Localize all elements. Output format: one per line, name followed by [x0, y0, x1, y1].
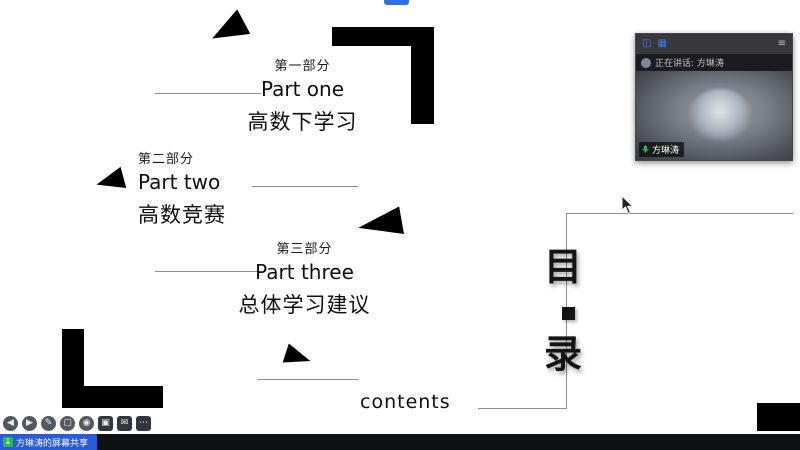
corner-block-bottom-right: [757, 403, 800, 431]
toc-section-1: 第一部分 Part one 高数下学习: [235, 55, 370, 136]
screen-share-status[interactable]: ↓ 方琳涛的屏幕共享: [0, 434, 98, 450]
select-tool-button[interactable]: ▢: [60, 416, 75, 431]
grid-view-icon[interactable]: ▦: [657, 38, 667, 49]
participant-name-text: 方琳涛: [652, 146, 680, 156]
dock-menu-icon[interactable]: ≡: [777, 38, 786, 49]
corner-bracket-bottom-left-h: [62, 386, 163, 408]
triangle-accent-2: [94, 167, 127, 195]
section-2-title: 高数竞赛: [138, 203, 226, 227]
section-1-title: 高数下学习: [247, 110, 358, 134]
camera-button[interactable]: ▣: [98, 416, 113, 431]
participant-figure: [689, 88, 752, 141]
section-2-part-en: Part two: [138, 170, 221, 194]
toc-section-2: 第二部分 Part two 高数竞赛: [138, 148, 308, 229]
toc-title-square: [562, 307, 575, 320]
speaker-view-icon[interactable]: ◫: [642, 38, 652, 49]
divider-line-2: [252, 186, 358, 187]
contents-label: contents: [360, 391, 451, 413]
toc-title-char-bottom: 录: [544, 332, 583, 376]
mouse-cursor: [621, 196, 634, 215]
section-1-part-en: Part one: [260, 77, 345, 101]
triangle-accent-1: [206, 9, 251, 51]
section-1-part-cn: 第一部分: [274, 59, 331, 74]
screen-share-icon: ↓: [3, 437, 13, 447]
taskbar: ↓ 方琳涛的屏幕共享: [0, 434, 800, 450]
section-2-part-cn: 第二部分: [138, 152, 195, 167]
participant-name-tag: 方琳涛: [639, 142, 685, 157]
corner-bracket-top-right-v: [411, 27, 434, 124]
back-button[interactable]: ◀: [3, 416, 18, 431]
toc-section-3: 第三部分 Part three 总体学习建议: [232, 238, 377, 319]
connector-line-contents: [478, 408, 566, 409]
laser-pointer-button[interactable]: ◉: [79, 416, 94, 431]
connector-line-top-right: [566, 213, 793, 214]
screen-share-label: 方琳涛的屏幕共享: [16, 438, 89, 449]
more-button[interactable]: ⋯: [136, 416, 151, 431]
pencil-tool-button[interactable]: ✎: [41, 416, 56, 431]
section-3-part-en: Part three: [255, 260, 354, 284]
speaking-status-text: 正在讲话: 方琳涛: [655, 59, 724, 69]
annotation-toolbar: ◀ ▶ ✎ ▢ ◉ ▣ ✉ ⋯: [3, 416, 151, 431]
speaker-avatar: [641, 57, 651, 68]
divider-line-4: [258, 379, 358, 380]
participant-video[interactable]: 方琳涛: [636, 71, 792, 160]
chat-button[interactable]: ✉: [117, 416, 132, 431]
divider-line-3: [155, 271, 261, 272]
video-dock-titlebar: ◫ ▦ ≡: [636, 34, 792, 54]
section-3-title: 总体学习建议: [238, 293, 371, 317]
toc-title-char-top: 目: [544, 245, 583, 289]
divider-line-1: [155, 93, 261, 94]
speaking-status-bar: 正在讲话: 方琳涛: [636, 54, 792, 71]
triangle-accent-4: [283, 343, 314, 370]
meeting-controls-handle[interactable]: [384, 0, 409, 5]
mic-icon: [642, 145, 649, 153]
video-dock-panel[interactable]: ◫ ▦ ≡ 正在讲话: 方琳涛 方琳涛: [635, 33, 793, 161]
corner-bracket-top-right-h: [332, 27, 434, 46]
section-3-part-cn: 第三部分: [276, 242, 333, 257]
forward-button[interactable]: ▶: [22, 416, 37, 431]
triangle-accent-3: [356, 206, 404, 241]
